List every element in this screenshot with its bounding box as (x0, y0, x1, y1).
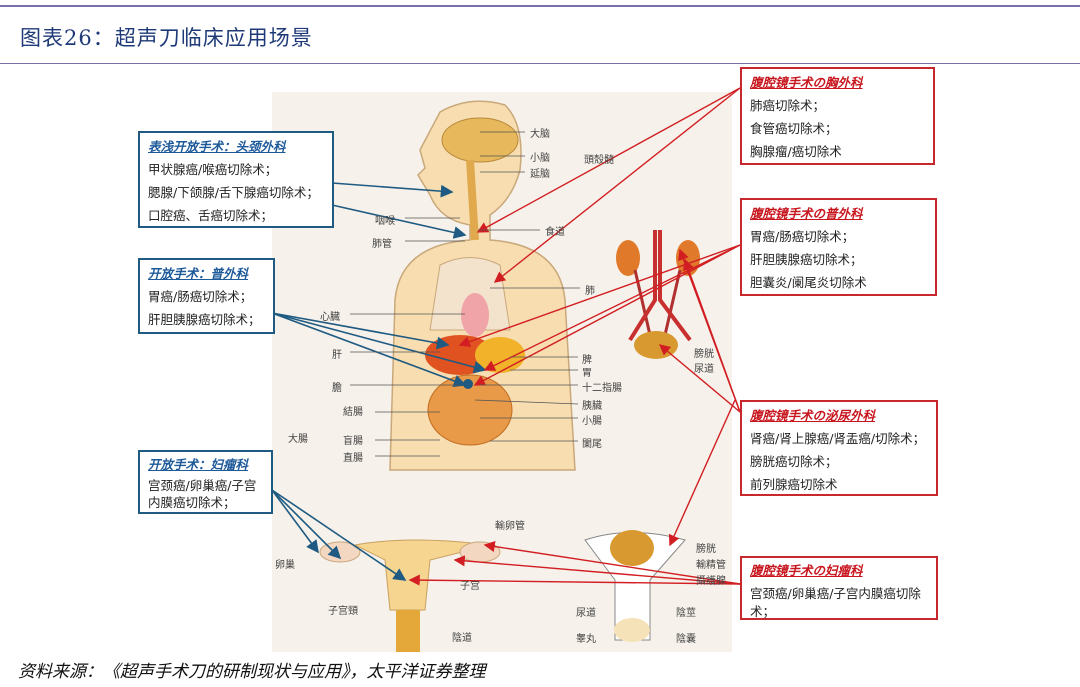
stomach (475, 337, 525, 373)
label-gallbladder: 膽 (332, 383, 342, 394)
male-pelvis (584, 532, 686, 641)
box-heading: 开放手术：普外科 (148, 266, 249, 281)
label-vas: 輸精管 (696, 560, 726, 571)
ureters (633, 269, 682, 336)
label-heart: 心臓 (320, 312, 340, 323)
box-lap-gynecology: 腹腔镜手术の妇瘤科 宫颈癌/卵巢癌/子宫内膜癌切除术； (740, 556, 938, 620)
label-liver: 肝 (332, 350, 342, 361)
box-item: 胸腺瘤/癌切除术 (750, 144, 842, 159)
box-item: 胆囊炎/阑尾炎切除术 (750, 275, 867, 290)
label-penis: 陰莖 (676, 608, 696, 619)
label-spleen: 脾 (582, 355, 592, 366)
label-duodenum: 十二指腸 (582, 383, 622, 394)
figure-title: 图表26：超声刀临床应用场景 (20, 26, 313, 50)
box-lap-urology: 腹腔镜手术の泌尿外科 肾癌/肾上腺癌/肾盂癌/切除术； 膀胱癌切除术； 前列腺癌… (740, 400, 938, 496)
box-item: 肺癌切除术； (750, 98, 826, 113)
intestines (427, 374, 513, 446)
label-uterus: 子宫 (460, 581, 480, 592)
label-cervix: 子宫頸 (328, 606, 358, 617)
source-note: 资料来源：《超声手术刀的研制现状与应用》，太平洋证券整理 (18, 662, 486, 682)
label-vagina: 陰道 (452, 633, 472, 644)
label-ovary: 卵巢 (275, 560, 295, 571)
box-lap-thoracic: 腹腔镜手术の胸外科 肺癌切除术； 食管癌切除术； 胸腺瘤/癌切除术 (740, 67, 935, 165)
label-lung: 肺 (585, 286, 595, 297)
label-cerebrum: 大脑 (530, 129, 550, 140)
box-item: 宫颈癌/卵巢癌/子宫内膜癌切除术； (148, 478, 257, 510)
label-male-urethra: 尿道 (576, 608, 596, 619)
label-prostate: 攝護腺 (696, 576, 726, 587)
box-item: 膀胱癌切除术； (750, 454, 838, 469)
kidney-left (616, 240, 640, 276)
label-esophagus: 食道 (545, 227, 565, 238)
label-appendix: 闌尾 (582, 439, 602, 450)
aorta (628, 230, 692, 342)
box-item: 胃癌/肠癌切除术； (148, 289, 253, 304)
spinal-cord (466, 159, 479, 241)
box-item: 宫颈癌/卵巢癌/子宫内膜癌切除术； (750, 586, 921, 619)
uterus (353, 539, 491, 611)
box-item: 前列腺癌切除术 (750, 477, 838, 492)
label-medulla: 延脑 (530, 169, 550, 180)
box-item: 食管癌切除术； (750, 121, 838, 136)
male-bladder (610, 530, 654, 566)
label-stomach: 胃 (582, 368, 592, 379)
label-colon: 結腸 (343, 407, 363, 418)
title-rule (0, 63, 1080, 64)
box-heading: 腹腔镜手术の妇瘤科 (750, 563, 863, 578)
label-small-intestine: 小腸 (582, 416, 602, 427)
box-heading: 表浅开放手术：头颈外科 (148, 139, 286, 154)
label-brain-group: 頭殼髓 (584, 155, 614, 166)
box-heading: 腹腔镜手术の胸外科 (750, 75, 863, 90)
box-heading: 开放手术：妇瘤科 (148, 457, 249, 472)
label-testis: 睾丸 (576, 634, 596, 645)
heart (461, 293, 489, 337)
ovary-right (459, 541, 501, 563)
testes (614, 618, 650, 642)
label-scrotum: 陰囊 (676, 634, 696, 645)
box-lap-general: 腹腔镜手术の普外科 胃癌/肠癌切除术； 肝胆胰腺癌切除术； 胆囊炎/阑尾炎切除术 (740, 198, 937, 296)
vagina (396, 610, 420, 652)
label-trachea: 肺管 (372, 239, 392, 250)
label-bladder: 膀胱 (694, 349, 714, 360)
box-item: 甲状腺癌/喉癌切除术； (148, 162, 278, 177)
box-item: 腮腺/下颌腺/舌下腺癌切除术； (148, 185, 319, 200)
box-item: 肝胆胰腺癌切除术； (148, 312, 261, 327)
box-heading: 腹腔镜手术の泌尿外科 (750, 408, 876, 423)
label-rectum: 直腸 (343, 453, 363, 464)
brain (441, 117, 519, 163)
label-cecum: 盲腸 (343, 436, 363, 447)
box-open-general: 开放手术：普外科 胃癌/肠癌切除术； 肝胆胰腺癌切除术； (138, 258, 275, 334)
top-rule (0, 5, 1080, 7)
label-throat: 咽喉 (375, 216, 395, 227)
label-pancreas: 胰臟 (582, 401, 602, 412)
label-male-bladder: 膀胱 (696, 544, 716, 555)
box-open-head-neck: 表浅开放手术：头颈外科 甲状腺癌/喉癌切除术； 腮腺/下颌腺/舌下腺癌切除术； … (138, 131, 334, 228)
label-fallopian: 輸卵管 (495, 521, 525, 532)
box-item: 胃癌/肠癌切除术； (750, 229, 855, 244)
lungs (429, 257, 511, 331)
box-open-gynecology: 开放手术：妇瘤科 宫颈癌/卵巢癌/子宫内膜癌切除术； (138, 450, 273, 514)
box-item: 肝胆胰腺癌切除术； (750, 252, 863, 267)
box-item: 肾癌/肾上腺癌/肾盂癌/切除术； (750, 431, 926, 446)
box-heading: 腹腔镜手术の普外科 (750, 206, 863, 221)
box-item: 口腔癌、舌癌切除术； (148, 208, 274, 223)
label-cerebellum: 小脑 (530, 153, 550, 164)
label-urethra: 尿道 (694, 364, 714, 375)
label-large-intestine: 大腸 (288, 434, 308, 445)
